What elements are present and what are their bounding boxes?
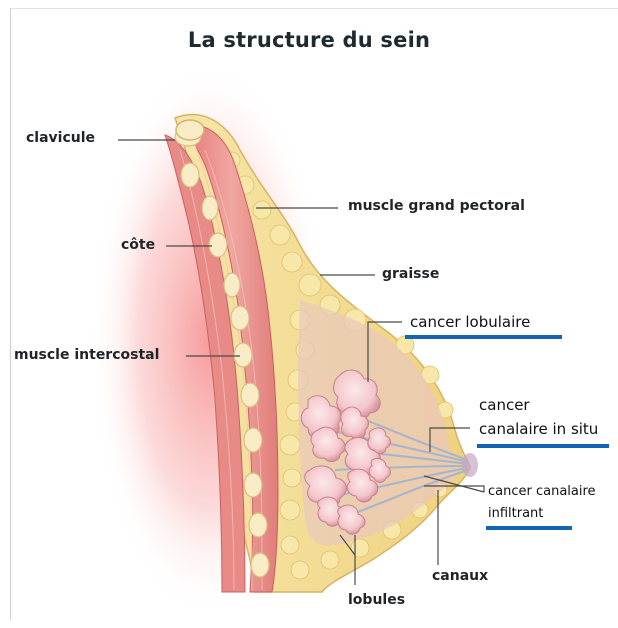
label-muscle-intercostal: muscle intercostal: [14, 347, 159, 363]
annotation-cancer-infiltrant-line2: infiltrant: [488, 506, 543, 521]
label-cote: côte: [121, 237, 155, 253]
underline-cancer-in-situ: [477, 444, 609, 448]
clavicle-bone: [176, 120, 204, 140]
underline-cancer-lobulaire: [405, 335, 562, 339]
label-lobules: lobules: [348, 592, 405, 608]
annotation-cancer-infiltrant-line1: cancer canalaire: [488, 484, 596, 499]
annotation-cancer-lobulaire: cancer lobulaire: [410, 313, 530, 331]
nipple: [462, 453, 478, 477]
annotation-cancer-in-situ-line2: canalaire in situ: [479, 420, 598, 438]
label-clavicule: clavicule: [26, 130, 95, 146]
label-graisse: graisse: [382, 266, 439, 282]
label-canaux: canaux: [432, 568, 488, 584]
label-muscle-grand-pectoral: muscle grand pectoral: [348, 198, 525, 214]
annotation-cancer-in-situ-line1: cancer: [479, 396, 530, 414]
underline-cancer-infiltrant: [486, 526, 572, 530]
